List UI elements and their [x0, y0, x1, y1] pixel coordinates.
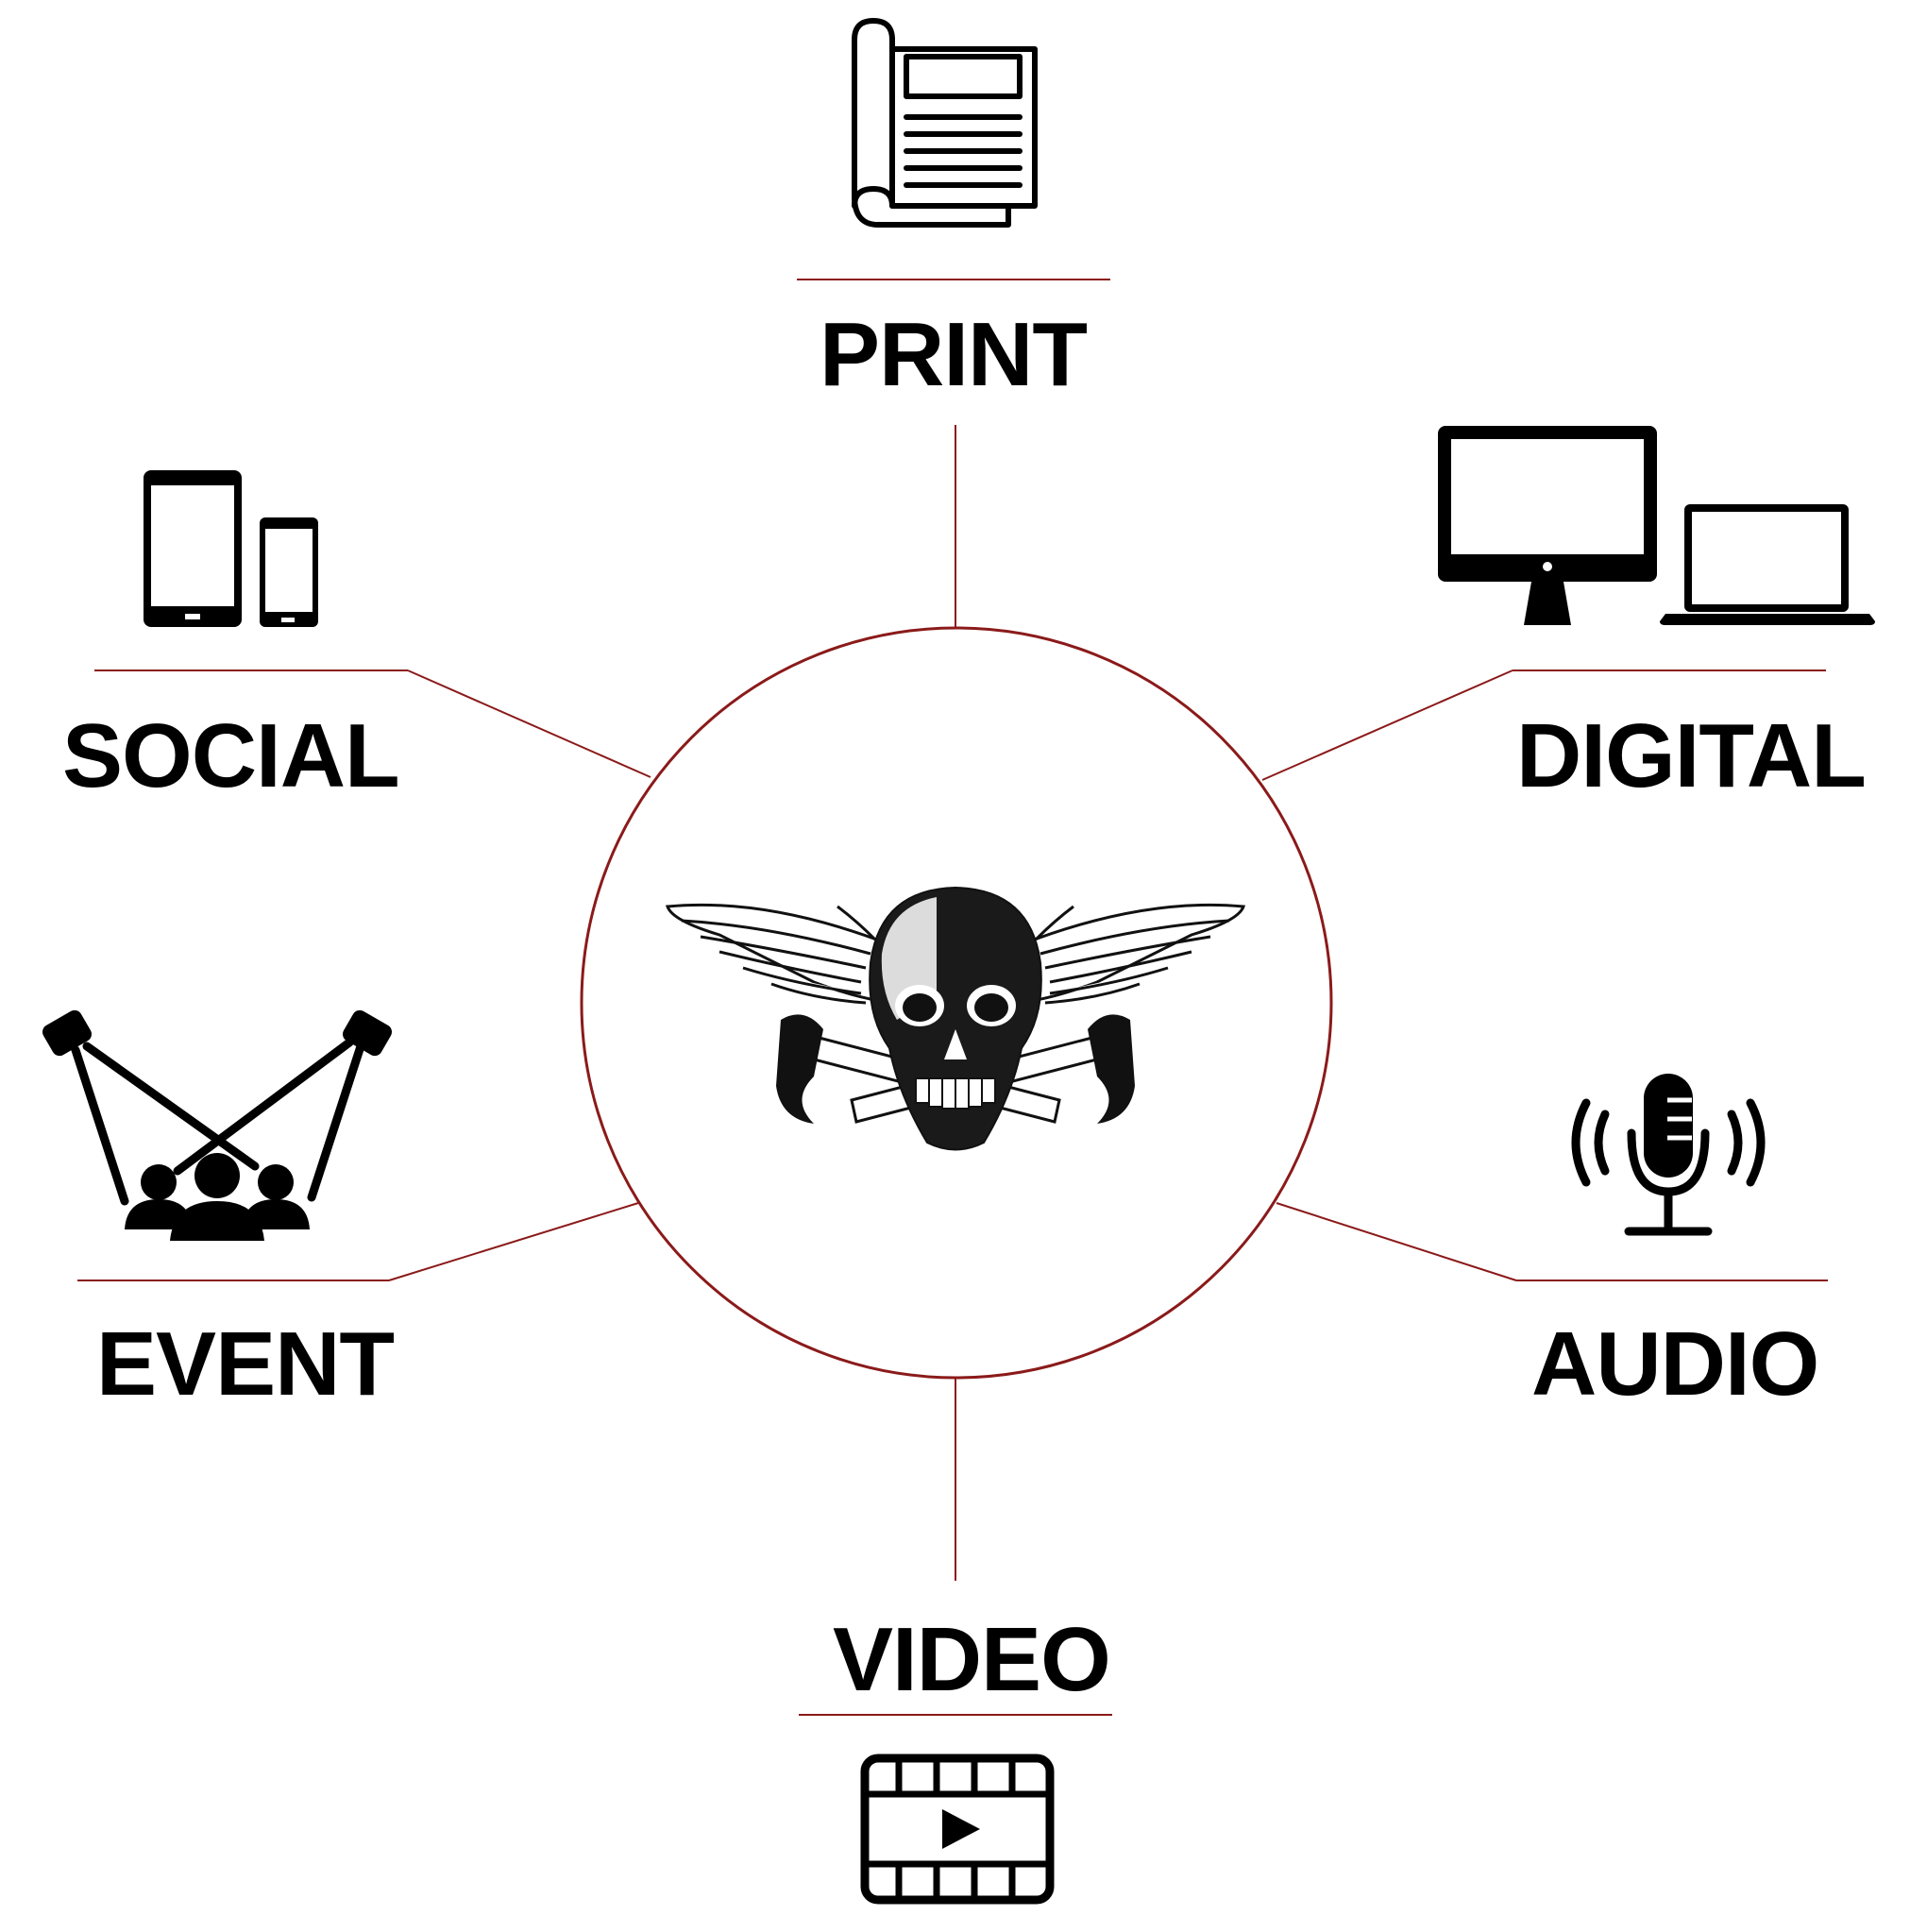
winged-skull-emblem-icon [665, 886, 1246, 1151]
monitor-and-laptop-icon [1438, 426, 1875, 625]
event-connector [388, 1202, 639, 1281]
newspaper-scroll-icon [852, 18, 1038, 228]
social-label: SOCIAL [62, 705, 400, 806]
audio-connector [1276, 1202, 1517, 1281]
film-play-icon [860, 1754, 1055, 1905]
event-label: EVENT [96, 1313, 395, 1415]
digital-connector [1261, 669, 1513, 781]
print-label: PRINT [820, 304, 1088, 405]
audio-label: AUDIO [1531, 1313, 1819, 1415]
microphone-broadcast-icon [1571, 1074, 1766, 1236]
video-label: VIDEO [833, 1609, 1111, 1710]
spotlights-audience-icon [42, 1009, 392, 1241]
connectors [77, 279, 1828, 1716]
social-connector [407, 669, 651, 778]
digital-label: DIGITAL [1516, 705, 1867, 806]
tablet-and-phone-icon [144, 470, 318, 627]
